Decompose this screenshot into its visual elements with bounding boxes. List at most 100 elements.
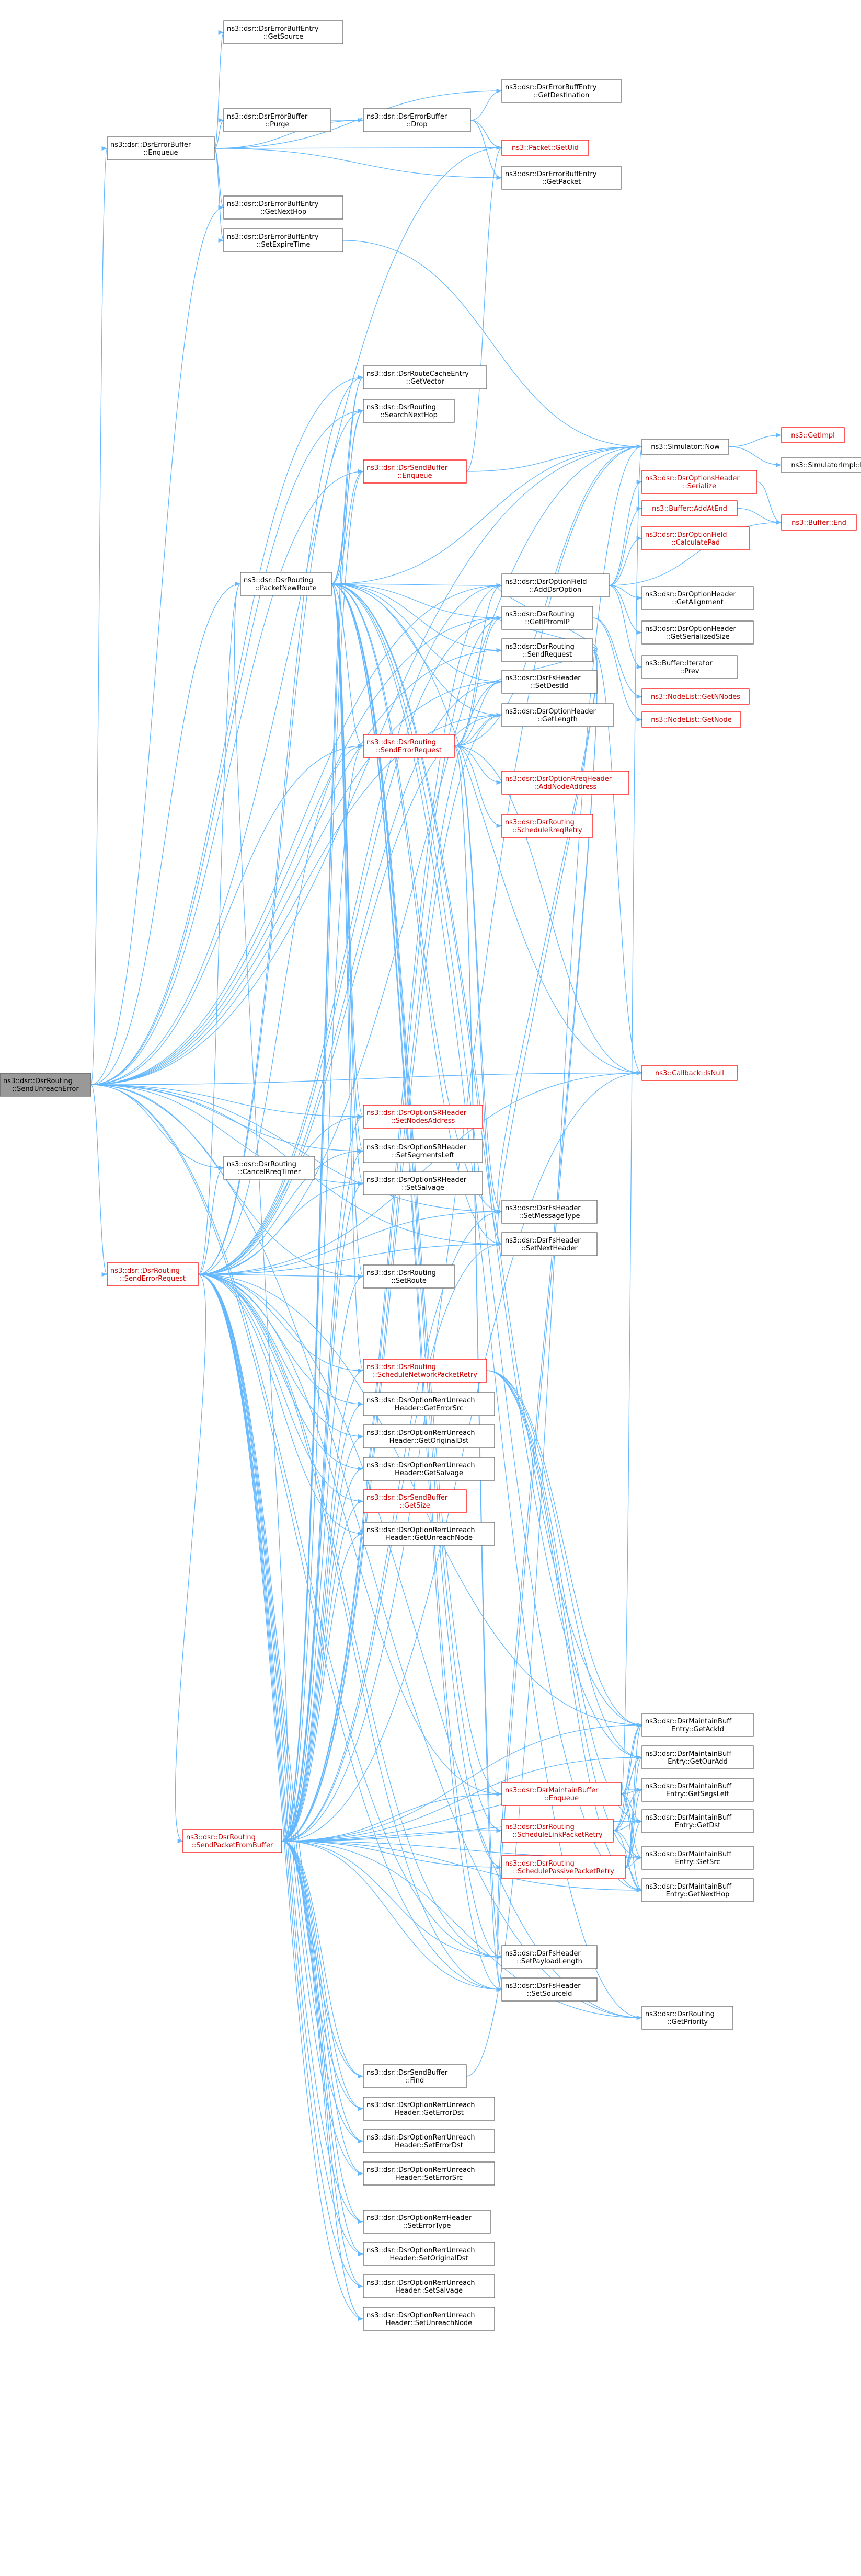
node-buf-end[interactable]: ns3::Buffer::End [781,514,857,531]
node-get-priority[interactable]: ns3::dsr::DsrRouting::GetPriority [641,2006,733,2030]
node-rerr-set-error-dst[interactable]: ns3::dsr::DsrOptionRerrUnreachHeader::Se… [363,2129,495,2153]
node-calc-pad[interactable]: ns3::dsr::DsrOptionField::CalculatePad [641,526,750,550]
node-add-node-address[interactable]: ns3::dsr::DsrOptionRreqHeader::AddNodeAd… [501,770,629,795]
node-schedule-passive-packet-retry[interactable]: ns3::dsr::DsrRouting::SchedulePassivePac… [501,1855,626,1879]
node-box [240,572,332,596]
node-get-ipfrom-ip[interactable]: ns3::dsr::DsrRouting::GetIPfromIP [501,606,593,630]
edge-errbuf-enq-to-errbuf-drop [214,118,364,149]
edge-schedule-network-packet-retry-to-mbe-get-our-add [486,1370,642,1760]
node-get-serialized-size[interactable]: ns3::dsr::DsrOptionHeader::GetSerialized… [641,620,754,645]
node-rerr-set-salvage[interactable]: ns3::dsr::DsrOptionRerrUnreachHeader::Se… [363,2274,495,2298]
node-label: ns3::Buffer::AddAtEnd [652,505,727,513]
node-rerr-set-original-dst[interactable]: ns3::dsr::DsrOptionRerrUnreachHeader::Se… [363,2242,495,2266]
edge-send-packet-from-buffer-to-set-dest-id [281,679,502,1842]
node-label: ns3::dsr::DsrSendBuffer [366,1494,448,1502]
node-get-alignment[interactable]: ns3::dsr::DsrOptionHeader::GetAlignment [641,586,754,610]
node-errbuf-enq[interactable]: ns3::dsr::DsrErrorBuffer::Enqueue [107,136,215,160]
node-sendbuf-enq[interactable]: ns3::dsr::DsrSendBuffer::Enqueue [363,459,467,484]
node-packet-get-uid[interactable]: ns3::Packet::GetUid [501,140,589,156]
node-label: ::SendRequest [523,651,572,659]
node-rerr-get-original-dst[interactable]: ns3::dsr::DsrOptionRerrUnreachHeader::Ge… [363,1424,495,1448]
node-label: ::Find [406,2077,424,2085]
node-label: ::SetPayloadLength [516,1958,582,1965]
node-rerr-set-error-src[interactable]: ns3::dsr::DsrOptionRerrUnreachHeader::Se… [363,2161,495,2186]
node-entry-get-destination[interactable]: ns3::dsr::DsrErrorBuffEntry::GetDestinat… [501,79,622,103]
node-add-dsr-option[interactable]: ns3::dsr::DsrOptionField::AddDsrOption [501,573,610,597]
node-rerr-get-salvage[interactable]: ns3::dsr::DsrOptionRerrUnreachHeader::Ge… [363,1457,495,1481]
node-box [501,638,593,662]
node-maintain-buf-enq[interactable]: ns3::dsr::DsrMaintainBuffer::Enqueue [501,1782,622,1806]
edge-send-packet-from-buffer-to-sendbuf-enq [281,469,364,1842]
node-opt-serialize[interactable]: ns3::dsr::DsrOptionsHeader::Serialize [641,470,757,494]
node-label: ::SchedulePassivePacketRetry [513,1868,614,1876]
node-label: ns3::dsr::DsrOptionField [645,531,727,539]
node-label: ::GetPacket [542,178,581,186]
node-label: ns3::dsr::DsrMaintainBuff [645,1718,732,1726]
node-search-next-hop[interactable]: ns3::dsr::DsrRouting::SearchNextHop [363,399,455,423]
node-rc-get-vector[interactable]: ns3::dsr::DsrRouteCacheEntry::GetVector [363,365,487,389]
node-schedule-link-packet-retry[interactable]: ns3::dsr::DsrRouting::ScheduleLinkPacket… [501,1819,614,1843]
edge-errbuf-drop-to-entry-get-destination [470,88,502,121]
node-sim-impl-now[interactable]: ns3::SimulatorImpl::Now [781,457,861,473]
node-set-message-type[interactable]: ns3::dsr::DsrFsHeader::SetMessageType [501,1200,598,1224]
node-mbe-get-our-add[interactable]: ns3::dsr::DsrMaintainBuffEntry::GetOurAd… [641,1745,754,1769]
node-label: ::ScheduleRreqRetry [512,826,582,834]
node-cancel-rreq-timer[interactable]: ns3::dsr::DsrRouting::CancelRreqTimer [223,1156,315,1180]
node-node-list-get-nodes[interactable]: ns3::NodeList::GetNNodes [641,688,750,705]
node-mbe-get-next-hop[interactable]: ns3::dsr::DsrMaintainBuffEntry::GetNextH… [641,1878,754,1902]
edge-sendbuf-enq-to-sim-now [466,444,642,472]
node-set-source-id[interactable]: ns3::dsr::DsrFsHeader::SetSourceId [501,1977,598,2002]
edge-packet-new-route-to-send-error-request [331,583,364,749]
node-box [641,1713,754,1737]
node-root[interactable]: ns3::dsr::DsrRouting::SendUnreachError [0,1073,91,1097]
node-rerr-get-unreach-node[interactable]: ns3::dsr::DsrOptionRerrUnreachHeader::Ge… [363,1522,495,1546]
edge-send-error-request2-to-sendbuf-get-size [198,1274,364,1504]
node-send-error-request2[interactable]: ns3::dsr::DsrRouting::SendErrorRequest [107,1262,199,1286]
node-entry-get-packet[interactable]: ns3::dsr::DsrErrorBuffEntry::GetPacket [501,166,622,190]
node-mbe-get-segs-left[interactable]: ns3::dsr::DsrMaintainBuffEntry::GetSegsL… [641,1778,754,1802]
node-box [501,1232,598,1256]
node-set-payload-length[interactable]: ns3::dsr::DsrFsHeader::SetPayloadLength [501,1945,598,1969]
node-sr-set-segments-left[interactable]: ns3::dsr::DsrOptionSRHeader::SetSegments… [363,1139,483,1163]
node-entry-get-source[interactable]: ns3::dsr::DsrErrorBuffEntry::GetSource [223,20,343,44]
node-set-next-header[interactable]: ns3::dsr::DsrFsHeader::SetNextHeader [501,1232,598,1256]
node-sim-now[interactable]: ns3::Simulator::Now [641,439,729,455]
node-get-impl[interactable]: ns3::GetImpl [781,427,845,443]
node-send-packet-from-buffer[interactable]: ns3::dsr::DsrRouting::SendPacketFromBuff… [182,1829,282,1853]
node-sr-set-nodes-address[interactable]: ns3::dsr::DsrOptionSRHeader::SetNodesAdd… [363,1105,483,1129]
node-rerr-set-unreach-node[interactable]: ns3::dsr::DsrOptionRerrUnreachHeader::Se… [363,2307,495,2331]
node-errbuf-drop[interactable]: ns3::dsr::DsrErrorBuffer::Drop [363,108,471,132]
node-set-dest-id[interactable]: ns3::dsr::DsrFsHeader::SetDestId [501,670,598,694]
node-rerr-get-error-dst[interactable]: ns3::dsr::DsrOptionRerrUnreachHeader::Ge… [363,2097,495,2121]
node-errbuf-purge[interactable]: ns3::dsr::DsrErrorBuffer::Purge [223,108,331,132]
edge-send-request-to-callback-is-null [592,650,642,1075]
node-sendbuf-find[interactable]: ns3::dsr::DsrSendBuffer::Find [363,2064,467,2088]
node-entry-get-next-hop[interactable]: ns3::dsr::DsrErrorBuffEntry::GetNextHop [223,196,343,220]
node-buf-iter-prev[interactable]: ns3::Buffer::Iterator::Prev [641,655,738,679]
node-label: ns3::dsr::DsrErrorBuffer [110,141,191,149]
node-send-error-request[interactable]: ns3::dsr::DsrRouting::SendErrorRequest [363,734,455,758]
edge-send-error-request2-to-send-packet-from-buffer [175,1274,206,1843]
node-send-request[interactable]: ns3::dsr::DsrRouting::SendRequest [501,638,593,662]
node-rerr-get-error-src[interactable]: ns3::dsr::DsrOptionRerrUnreachHeader::Ge… [363,1392,495,1416]
node-callback-is-null[interactable]: ns3::Callback::IsNull [641,1065,738,1081]
node-entry-set-expire-time[interactable]: ns3::dsr::DsrErrorBuffEntry::SetExpireTi… [223,228,343,252]
node-schedule-network-packet-retry[interactable]: ns3::dsr::DsrRouting::ScheduleNetworkPac… [363,1359,487,1383]
node-set-route[interactable]: ns3::dsr::DsrRouting::SetRoute [363,1264,455,1289]
node-label: ::SearchNextHop [380,411,438,419]
node-buf-add-at-end[interactable]: ns3::Buffer::AddAtEnd [641,500,738,516]
node-sendbuf-get-size[interactable]: ns3::dsr::DsrSendBuffer::GetSize [363,1489,467,1513]
node-box [501,1977,598,2002]
edge-send-packet-from-buffer-to-send-error-request [281,744,364,1842]
node-schedule-rreq-retry[interactable]: ns3::dsr::DsrRouting::ScheduleRreqRetry [501,814,593,838]
node-node-list-get-node[interactable]: ns3::NodeList::GetNode [641,711,741,728]
node-label: ns3::dsr::DsrFsHeader [505,1982,581,1990]
node-packet-new-route[interactable]: ns3::dsr::DsrRouting::PacketNewRoute [240,572,332,596]
node-get-length[interactable]: ns3::dsr::DsrOptionHeader::GetLength [501,703,614,727]
node-label: ::Serialize [683,482,716,490]
node-sr-set-salvage[interactable]: ns3::dsr::DsrOptionSRHeader::SetSalvage [363,1171,483,1195]
node-rerr-hdr-set-error-type[interactable]: ns3::dsr::DsrOptionRerrHeader::SetErrorT… [363,2210,491,2234]
